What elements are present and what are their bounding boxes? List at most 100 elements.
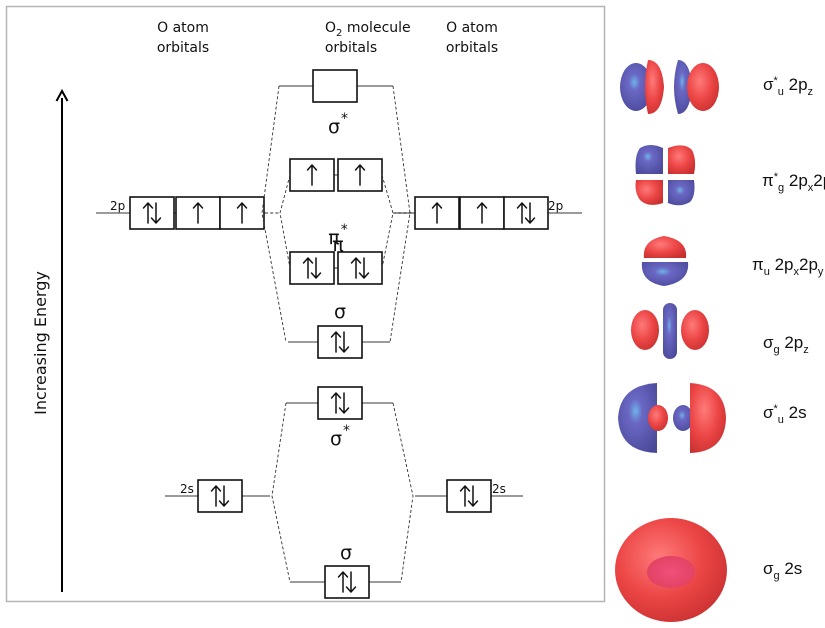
- lobe-positive: [690, 383, 726, 453]
- orbital-box: [337, 251, 383, 285]
- header-right-line1: O atom: [446, 20, 498, 36]
- atomic-level-right-2s: 2s: [415, 479, 523, 513]
- spin-down-arrow-icon: [218, 485, 230, 507]
- header-left-line1: O atom: [157, 20, 209, 36]
- lobe-positive: [687, 63, 719, 111]
- orbital-shape-label: πu 2px2py: [752, 255, 824, 278]
- orbital-shapes: σ*u 2pz π*g 2px2py πu 2px2py σg 2pz σ*u 2s σg…: [615, 60, 825, 622]
- orbital-box: [289, 158, 335, 192]
- orbital-box: [129, 196, 175, 230]
- header-molecule-line2: orbitals: [325, 40, 377, 56]
- orbital-render-icon: [631, 303, 709, 359]
- lobe-negative: [673, 405, 693, 431]
- orbital-box: [175, 196, 221, 230]
- mo-label-star: *: [341, 222, 348, 238]
- lobe-negative: [668, 180, 695, 206]
- orbital-shape-label: π*g 2px2py: [762, 171, 825, 194]
- correlation-lines: [261, 85, 415, 583]
- mo-level-sigma-star-2p: σ*: [279, 69, 393, 138]
- header-left-atom: O atom orbitals: [157, 20, 209, 56]
- correlation-line: [279, 174, 291, 269]
- orbital-box: [459, 196, 505, 230]
- spin-up-arrow-icon: [192, 202, 204, 224]
- atomic-level-left-2s: 2s: [165, 479, 270, 513]
- orbital-box-outline: [197, 479, 243, 513]
- orbital-box: [414, 196, 460, 230]
- spin-down-arrow-icon: [358, 257, 370, 279]
- lobe-positive: [631, 310, 659, 350]
- spin-up-arrow-icon: [330, 331, 342, 353]
- spin-up-arrow-icon: [350, 257, 362, 279]
- lobe-negative: [674, 60, 692, 114]
- correlation-line: [271, 402, 291, 583]
- orbital-box: [219, 196, 265, 230]
- spin-up-arrow-icon: [431, 202, 443, 224]
- mo-level-pi-star-2p: π*: [289, 158, 383, 249]
- mo-level-sigma-star-2s: σ*: [286, 386, 393, 450]
- lobe-positive: [681, 310, 709, 350]
- lobe-positive: [643, 236, 687, 258]
- mo-level-pi-2p: π: [289, 234, 383, 285]
- orbital-box-outline: [324, 565, 370, 599]
- mo-label-star: *: [341, 111, 348, 127]
- mo-label: π: [332, 234, 343, 256]
- spin-down-arrow-icon: [524, 202, 536, 224]
- header-right-atom: O atom orbitals: [446, 20, 498, 56]
- orbital-shape-pi-u-2px2py: πu 2px2py: [641, 236, 824, 286]
- orbital-shape-label: σ*u 2pz: [763, 75, 813, 98]
- orbital-box: [324, 565, 370, 599]
- header-molecule: O2 molecule orbitals: [325, 20, 411, 56]
- atomic-level-right-2p: 2p: [395, 196, 582, 230]
- lobe-positive: [648, 405, 668, 431]
- inner-lobe: [647, 556, 695, 588]
- spin-down-arrow-icon: [467, 485, 479, 507]
- energy-levels: 2p 2p 2s 2s σ* π*π σ σ* σ: [96, 69, 582, 599]
- energy-arrow-head-icon: [55, 88, 69, 102]
- orbital-box: [317, 325, 363, 359]
- orbital-shape-label: σg 2pz: [763, 333, 809, 356]
- header-left-line2: orbitals: [157, 40, 209, 56]
- orbital-render-icon: [620, 60, 719, 114]
- spin-up-arrow-icon: [354, 164, 366, 186]
- header-molecule-subscript: 2: [336, 28, 342, 39]
- header-right-line2: orbitals: [446, 40, 498, 56]
- spin-up-arrow-icon: [302, 257, 314, 279]
- mo-label: σ: [340, 542, 352, 564]
- mo-level-sigma-2s: σ: [290, 542, 401, 599]
- atomic-level-label: 2p: [110, 199, 125, 213]
- orbital-shape-sigma-g-2s: σg 2s: [615, 518, 802, 622]
- orbital-box-outline: [446, 479, 492, 513]
- spin-down-arrow-icon: [345, 571, 357, 593]
- energy-axis-label: Increasing Energy: [31, 271, 50, 415]
- orbital-box: [289, 251, 335, 285]
- lobe-negative: [641, 262, 689, 286]
- energy-axis: Increasing Energy: [31, 88, 69, 592]
- orbital-render-icon: [618, 383, 726, 453]
- spin-down-arrow-icon: [310, 257, 322, 279]
- orbital-shape-label: σ*u 2s: [763, 403, 807, 426]
- orbital-box: [446, 479, 492, 513]
- spin-up-arrow-icon: [459, 485, 471, 507]
- spin-down-arrow-icon: [338, 392, 350, 414]
- spin-up-arrow-icon: [236, 202, 248, 224]
- orbital-render-icon: [641, 236, 689, 286]
- spin-up-arrow-icon: [306, 164, 318, 186]
- orbital-box-outline: [317, 325, 363, 359]
- atomic-level-label: 2s: [180, 482, 194, 496]
- mo-level-sigma-2p: σ: [288, 301, 390, 359]
- mo-label: σ*: [328, 111, 348, 138]
- correlation-line: [381, 174, 394, 269]
- header-molecule-prefix: O: [325, 20, 336, 36]
- atomic-level-label: 2s: [492, 482, 506, 496]
- spin-down-arrow-icon: [338, 331, 350, 353]
- lobe-negative: [618, 383, 657, 453]
- orbital-box: [337, 158, 383, 192]
- orbital-box-outline: [503, 196, 549, 230]
- spin-up-arrow-icon: [337, 571, 349, 593]
- correlation-line: [392, 402, 414, 583]
- lobe-negative: [663, 303, 677, 359]
- orbital-shape-label: σg 2s: [763, 559, 802, 582]
- mo-label-star: *: [343, 423, 350, 439]
- lobe-positive: [635, 180, 663, 205]
